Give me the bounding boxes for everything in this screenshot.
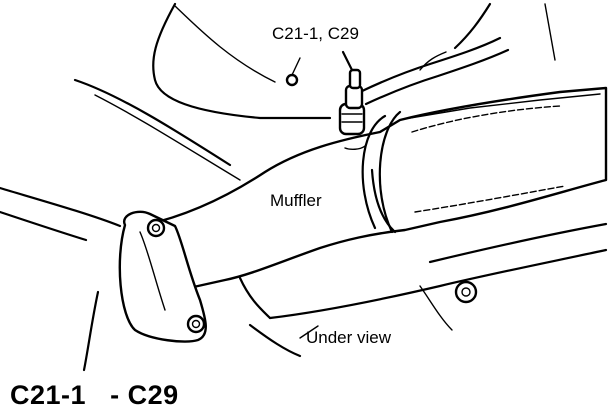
connector-code-separator: - (110, 380, 120, 410)
connector-code-from: C21-1 (10, 380, 87, 410)
callout-under-view: Under view (306, 328, 392, 347)
connector-code-gap2 (120, 380, 128, 410)
chassis-outline (0, 2, 556, 372)
muffler (143, 86, 608, 292)
connector-assembly (338, 50, 366, 151)
callout-muffler: Muffler (270, 191, 322, 210)
connector-code-gap (86, 380, 110, 410)
callout-leaders (299, 325, 319, 339)
connector-code-caption: C21-1 - C29 (10, 380, 179, 411)
lower-crossmember (238, 222, 608, 358)
callout-connector-pair: C21-1, C29 (272, 24, 359, 43)
inlet-flange (118, 210, 207, 343)
connector-code-to: C29 (127, 380, 179, 410)
hanger-bracket (285, 57, 301, 87)
wire-harness (358, 36, 510, 106)
